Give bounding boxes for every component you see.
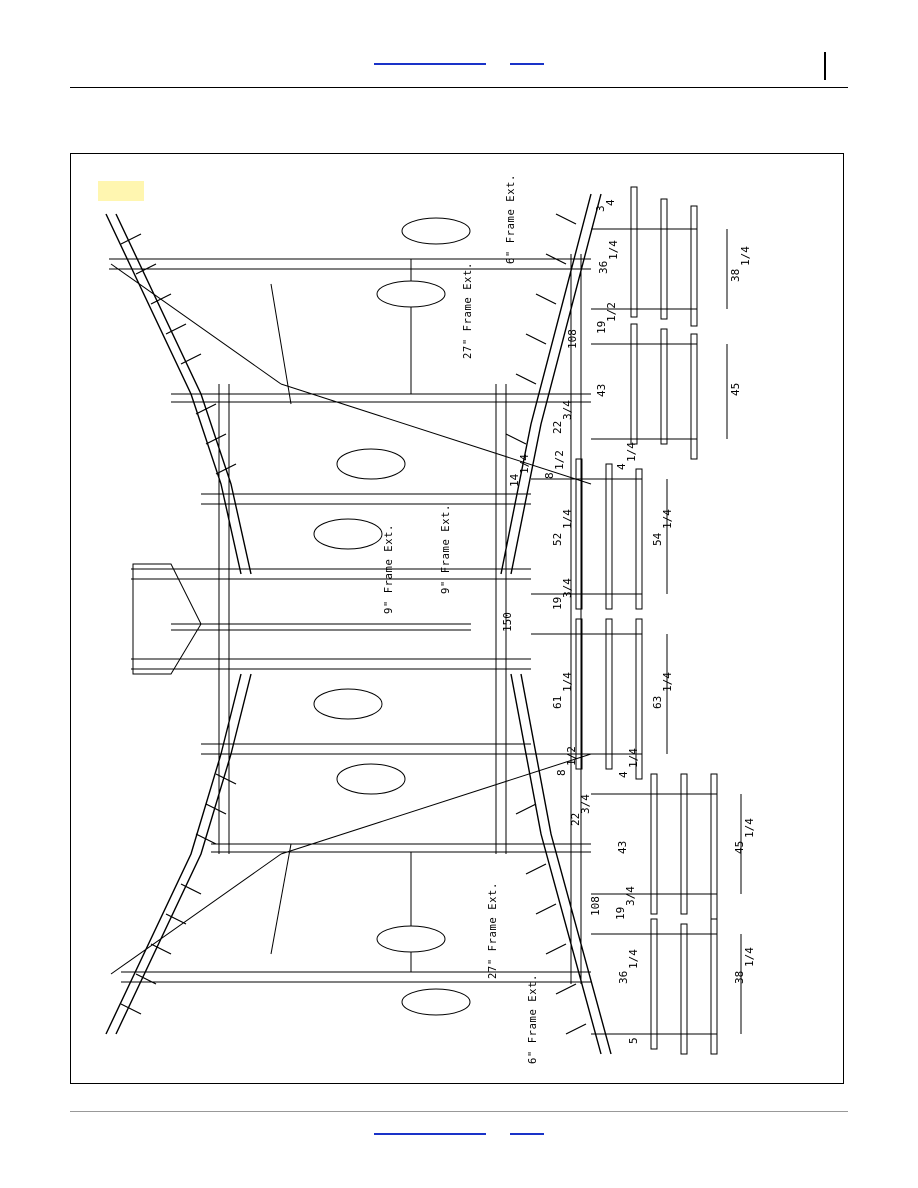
label-9-frame-ext-a: 9" Frame Ext. [383,524,395,614]
dim-d1: 3 [594,205,607,212]
dim-d47: 5 [627,1037,640,1044]
dim-d17: 1/2 [553,450,566,470]
dim-d8: 19 [595,321,608,334]
footer-link-1[interactable] [374,1133,486,1135]
frame-diagram: 6" Frame Ext. 27" Frame Ext. 9" Frame Ex… [98,174,756,1064]
dim-d41: 19 [614,907,627,920]
header-link-1[interactable] [374,63,486,65]
tire-3 [336,448,406,480]
dim-d6: 1/4 [739,246,752,266]
dim-d34: 1/4 [627,748,640,768]
tire-8 [401,988,471,1016]
dim-d29: 63 [651,696,664,709]
dim-d10: 43 [595,384,608,397]
tire-7 [376,925,446,953]
header-rule [70,87,848,88]
dim-d5: 38 [729,269,742,282]
harrow-section-3 [575,458,583,610]
harrow-section-5 [650,773,658,915]
dim-d18: 14 [508,473,521,487]
label-9-frame-ext-b: 9" Frame Ext. [440,504,452,594]
footer-link-2[interactable] [510,1133,544,1135]
dim-d12: 22 [551,421,564,434]
dim-d2: 4 [604,199,617,206]
label-6-frame-ext-top: 6" Frame Ext. [505,174,517,264]
dim-d20: 52 [551,533,564,546]
dim-d21: 1/4 [561,509,574,529]
dim-d39: 1/4 [743,818,756,838]
label-6-frame-ext-bottom: 6" Frame Ext. [527,974,539,1064]
harrow-section-6 [650,918,658,1050]
dim-d30: 1/4 [661,672,674,692]
dim-d19: 1/4 [518,454,531,474]
dim-d38: 45 [733,841,746,854]
dim-d14: 4 [615,463,628,470]
dim-d40: 108 [589,896,602,916]
footer-rule [70,1111,848,1112]
dimension-labels: 3 4 36 1/4 38 1/4 108 19 1/2 43 45 22 3/… [501,199,756,1044]
dim-d3: 36 [597,261,610,274]
harrow-section-2 [630,323,638,445]
highlight-swatch [98,181,144,201]
header-link-2[interactable] [510,63,544,65]
dim-d46: 1/4 [743,947,756,967]
tire-2 [376,280,446,308]
dim-d31: 8 [555,769,568,776]
dim-d9: 1/2 [605,302,618,322]
tire-1 [401,217,471,245]
tire-5 [313,688,383,720]
header-bar [824,52,826,80]
dim-d42: 3/4 [624,886,637,906]
dim-d26: 150 [501,612,514,632]
dim-d11: 45 [729,383,742,396]
dim-d43: 36 [617,971,630,984]
dim-d15: 1/4 [625,442,638,462]
harrow-section-4 [575,618,583,770]
dim-d4: 1/4 [607,240,620,260]
tire-6 [336,763,406,795]
dim-d28: 1/4 [561,672,574,692]
dim-d23: 1/4 [661,509,674,529]
dim-d44: 1/4 [627,949,640,969]
dim-d13: 3/4 [561,400,574,420]
dim-d24: 19 [551,597,564,610]
dim-d32: 1/2 [565,746,578,766]
dim-d35: 22 [569,813,582,826]
label-27-frame-ext-bottom: 27" Frame Ext. [487,882,499,979]
dim-d33: 4 [617,771,630,778]
harrow-section-1 [630,186,638,318]
dim-d36: 3/4 [579,794,592,814]
label-27-frame-ext-top: 27" Frame Ext. [462,262,474,359]
tire-4 [313,518,383,550]
dim-d25: 3/4 [561,578,574,598]
dim-d7: 108 [566,329,579,349]
figure-frame: 6" Frame Ext. 27" Frame Ext. 9" Frame Ex… [70,153,844,1084]
dim-d37: 43 [616,841,629,854]
dim-d22: 54 [651,532,664,546]
dim-d45: 38 [733,971,746,984]
dim-d16: 8 [543,472,556,479]
dim-d27: 61 [551,696,564,709]
